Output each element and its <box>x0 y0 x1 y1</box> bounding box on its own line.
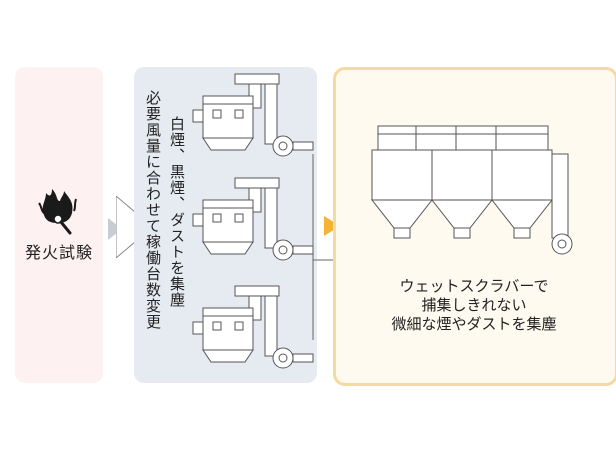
gray-flow-arrow <box>108 218 122 240</box>
intake-hood <box>116 196 142 258</box>
collector-unit-3 <box>192 285 314 369</box>
dust-collector-units <box>192 73 335 369</box>
scrubber-line-1: ウェットスクラバーで <box>399 277 549 295</box>
scrubber-description: ウェットスクラバーで 捕集しきれない 微細な煙やダストを集塵 <box>336 277 612 334</box>
scrubber-line-2: 捕集しきれない <box>421 296 527 314</box>
fire-test-label: 発火試験 <box>24 243 93 262</box>
fire-match-icon <box>38 189 77 235</box>
wet-scrubber-illustration <box>370 125 573 255</box>
orange-flow-arrow <box>324 216 340 236</box>
scrubber-line-3: 微細な煙やダストを集塵 <box>391 315 557 333</box>
collector-unit-1 <box>192 73 314 157</box>
airflow-note: 必要風量に合わせて稼働台数変更 <box>144 90 162 330</box>
collector-unit-2 <box>192 177 314 261</box>
collect-note: 白煙、黒煙、ダストを集塵 <box>168 116 186 308</box>
fire-test-panel: 発火試験 <box>15 67 103 383</box>
scrubber-panel <box>333 67 616 386</box>
